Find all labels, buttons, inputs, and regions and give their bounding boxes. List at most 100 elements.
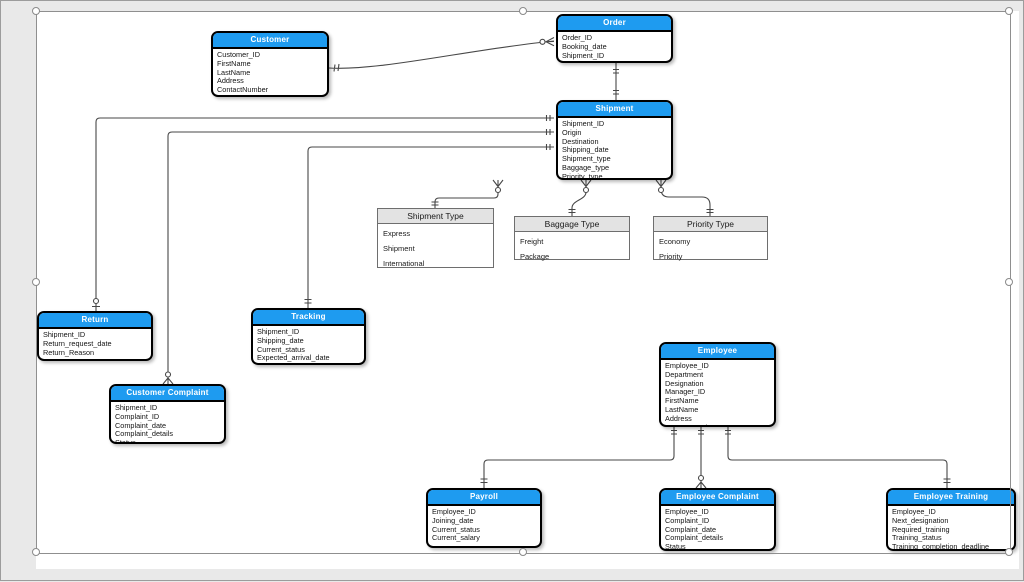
entity-title-return[interactable]: Return: [39, 313, 151, 329]
field-row: Current_status: [432, 524, 480, 534]
field-row: Shipment_ID: [43, 330, 86, 339]
field-row: Return_request_date: [43, 338, 112, 348]
field-row: Economy: [659, 237, 691, 246]
entity-title-customer-complaint[interactable]: Customer Complaint: [111, 386, 224, 402]
cardinality-zero-circle: [539, 38, 546, 45]
field-row: Baggage_type: [562, 162, 610, 172]
entity-title-order[interactable]: Order: [558, 16, 671, 32]
field-row: ContactNumber: [217, 85, 269, 95]
selection-handle-bottom-right[interactable]: [1005, 548, 1013, 556]
entity-title-employee-training[interactable]: Employee Training: [888, 490, 1014, 506]
cardinality-zero-circle: [697, 474, 705, 482]
diagram-page[interactable]: [36, 11, 1019, 569]
entity-title-shipment-type[interactable]: Shipment Type: [378, 209, 493, 224]
entity-title-tracking[interactable]: Tracking: [253, 310, 364, 326]
cardinality-zero-circle: [164, 371, 172, 378]
field-row: Next_designation: [892, 515, 949, 525]
field-row: Department: [665, 369, 704, 379]
field-row: Shipment: [383, 244, 415, 253]
field-row: Shipment_ID: [257, 327, 300, 336]
cardinality-zero-circle: [494, 186, 502, 194]
field-row: Joining_date: [432, 515, 474, 525]
selection-handle-bottom-left[interactable]: [32, 548, 40, 556]
field-row: Employee_ID: [892, 507, 936, 516]
selection-handle-top-middle[interactable]: [518, 7, 527, 15]
cardinality-zero-circle: [657, 186, 665, 194]
relationship-edge-shipment-tracking[interactable]: [304, 144, 555, 308]
relationship-edge-order-shipment[interactable]: [613, 63, 619, 100]
cardinality-zero-circle: [582, 186, 590, 194]
entity-title-employee-complaint[interactable]: Employee Complaint: [661, 490, 774, 506]
field-row: Complaint_details: [665, 533, 724, 543]
field-row: Shipment_ID: [562, 50, 605, 60]
entity-title-baggage-type[interactable]: Baggage Type: [515, 217, 629, 232]
selection-handle-middle-left[interactable]: [32, 277, 40, 286]
field-row: Training_status: [892, 533, 942, 543]
field-row: Expected_arrival_date: [257, 353, 330, 363]
field-row: Booking_date: [562, 41, 607, 51]
relationship-edge-shipment-priority-type[interactable]: [655, 179, 714, 216]
field-row: Address: [217, 76, 244, 86]
relationship-edge-employee-employee-complaint[interactable]: [695, 427, 707, 489]
selection-handle-bottom-middle[interactable]: [518, 548, 527, 556]
relationship-edge-customer-order[interactable]: [328, 37, 555, 72]
field-row: Complaint_details: [115, 429, 174, 439]
relationship-edge-shipment-baggage-type[interactable]: [568, 179, 592, 216]
field-row: Complaint_date: [115, 420, 167, 430]
field-row: Freight: [520, 237, 544, 246]
selection-handle-top-left[interactable]: [32, 7, 40, 15]
field-row: Complaint_ID: [115, 411, 160, 421]
entity-title-employee[interactable]: Employee: [661, 344, 774, 360]
relationship-edge-shipment-return[interactable]: [92, 115, 554, 311]
selection-handle-top-right[interactable]: [1005, 7, 1013, 15]
field-row: Address: [665, 413, 692, 423]
relationship-edge-shipment-customer-complaint[interactable]: [162, 129, 554, 385]
relationship-edge-employee-payroll[interactable]: [480, 427, 678, 488]
field-row: Status: [115, 438, 136, 444]
field-row: Shipment_ID: [115, 403, 158, 412]
field-row: International: [383, 259, 425, 268]
field-row: Origin: [562, 127, 582, 137]
entity-title-payroll[interactable]: Payroll: [428, 490, 540, 506]
entity-title-customer[interactable]: Customer: [213, 33, 327, 49]
field-row: LastName: [217, 67, 251, 77]
field-row: Priority_type: [562, 171, 603, 180]
field-row: Employee_ID: [432, 507, 476, 516]
entity-title-priority-type[interactable]: Priority Type: [654, 217, 767, 232]
selection-handle-middle-right[interactable]: [1005, 277, 1013, 286]
field-row: Manager_ID: [665, 387, 706, 397]
field-row: Designation: [665, 378, 704, 388]
relationship-edge-shipment-shipment-type[interactable]: [431, 179, 504, 208]
field-row: ContactNumber: [665, 423, 770, 425]
field-row: Complaint_ID: [665, 515, 710, 525]
field-row: Employee_ID: [665, 361, 709, 370]
field-row: Return_Reason: [43, 347, 95, 357]
relationship-edge-employee-employee-training[interactable]: [725, 427, 951, 488]
field-row: Priority: [659, 252, 683, 261]
entity-title-shipment[interactable]: Shipment: [558, 102, 671, 118]
field-row: Current_salary: [432, 533, 480, 543]
